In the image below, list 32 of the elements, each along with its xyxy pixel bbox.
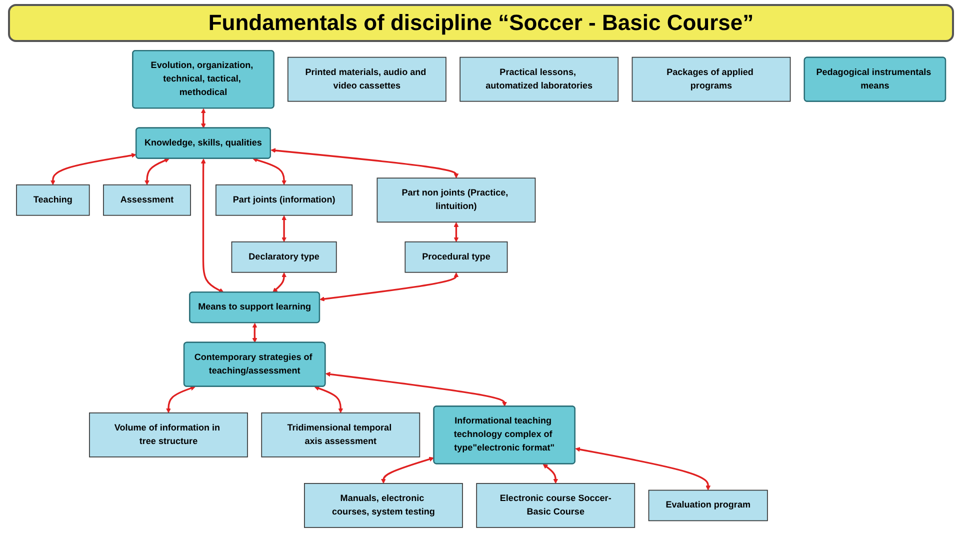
arrow (454, 222, 459, 242)
arrow (542, 464, 558, 484)
node-box: Declaratory type (231, 241, 337, 273)
node-box: Packages of applied programs (632, 56, 791, 102)
arrow (252, 158, 287, 186)
arrow (50, 152, 136, 186)
node-box: Assessment (103, 184, 191, 216)
arrow (320, 272, 459, 302)
arrow (144, 158, 170, 186)
node-box: Practical lessons, automatized laboratories (460, 56, 619, 102)
arrow (270, 148, 459, 178)
node-box: Electronic course Soccer-Basic Course (476, 483, 636, 528)
node-box: Volume of information in tree structure (89, 412, 248, 458)
arrow (282, 215, 287, 242)
arrow (166, 386, 196, 414)
node-box: Part non joints (Practice, lintuition) (376, 178, 536, 223)
arrow (200, 158, 224, 293)
arrow (314, 386, 344, 414)
arrow (575, 447, 711, 490)
arrow (325, 372, 507, 407)
node-box: Procedural type (404, 241, 508, 273)
node-box: Evaluation program (648, 490, 768, 522)
node-box: Printed materials, audio and video cassettes (287, 56, 446, 102)
title-banner: Fundamentals of discipline “Soccer - Basic Course” (8, 4, 954, 42)
arrow (200, 108, 206, 128)
node-box: Teaching (16, 184, 90, 216)
arrow (272, 272, 287, 293)
node-box: Part joints (information) (216, 184, 353, 216)
arrow (380, 456, 434, 484)
arrow (252, 322, 258, 343)
node-box: Tridimensional temporal axis assessment (261, 412, 420, 458)
node-box: Manuals, electronic courses, system testing (304, 483, 463, 528)
